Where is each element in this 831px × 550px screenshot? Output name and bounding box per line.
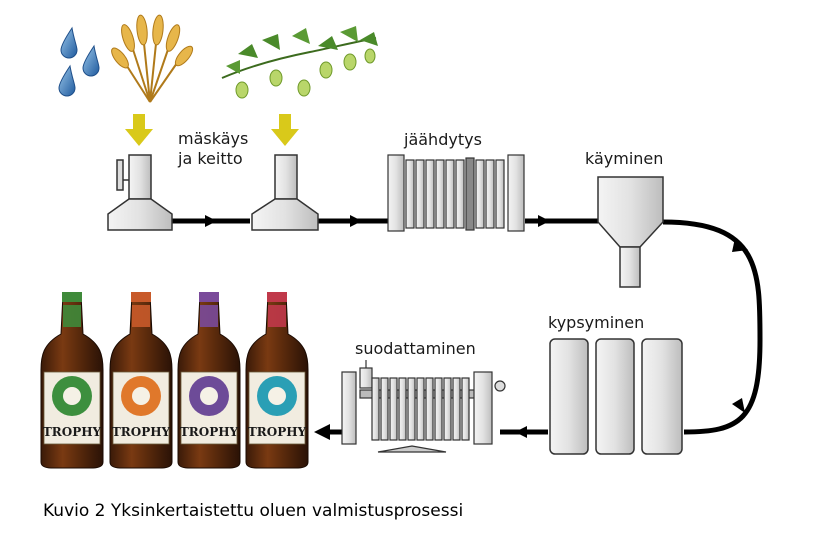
hops-icon [221, 26, 378, 99]
step-label-mashing-line2: ja keitto [178, 149, 243, 168]
figure-caption: Kuvio 2 Yksinkertaistettu oluen valmistu… [43, 501, 464, 521]
cooler-icon [387, 154, 525, 232]
beer-bottle: TROPHY [245, 292, 309, 469]
step-label-maturation: kypsyminen [548, 313, 645, 332]
step-label-filtration: suodattaminen [355, 339, 476, 358]
ingredient-arrow-2 [271, 114, 299, 146]
bottle-cap [62, 292, 82, 302]
boil-kettle-icon [251, 154, 319, 231]
beer-bottle: TROPHY [109, 292, 173, 469]
beer-bottles: TROPHY TROPHY TROPHY TROPHY [40, 292, 309, 469]
step-label-fermentation: käyminen [585, 149, 664, 168]
step-label-mashing: mäskäys ja keitto [178, 129, 248, 169]
water-drops-icon [58, 26, 100, 97]
mash-kettle-icon [107, 154, 173, 231]
step-label-cooling: jäähdytys [404, 130, 482, 149]
bottle-cap [131, 292, 151, 302]
bottle-brand-label: TROPHY [112, 425, 171, 439]
bottle-cap [199, 292, 219, 302]
filter-press-icon [341, 360, 506, 453]
ingredient-arrow-1 [125, 114, 153, 146]
bottle-cap [267, 292, 287, 302]
step-label-mashing-line1: mäskäys [178, 129, 249, 148]
flow-arrowheads [205, 215, 748, 440]
bottle-brand-label: TROPHY [43, 425, 102, 439]
beer-bottle: TROPHY [40, 292, 104, 469]
beer-bottle: TROPHY [177, 292, 241, 469]
bottle-brand-label: TROPHY [180, 425, 239, 439]
bottle-brand-label: TROPHY [248, 425, 307, 439]
fermentation-tank-icon [597, 176, 664, 288]
wheat-icon [111, 14, 194, 103]
maturation-tanks-icon [549, 338, 683, 455]
